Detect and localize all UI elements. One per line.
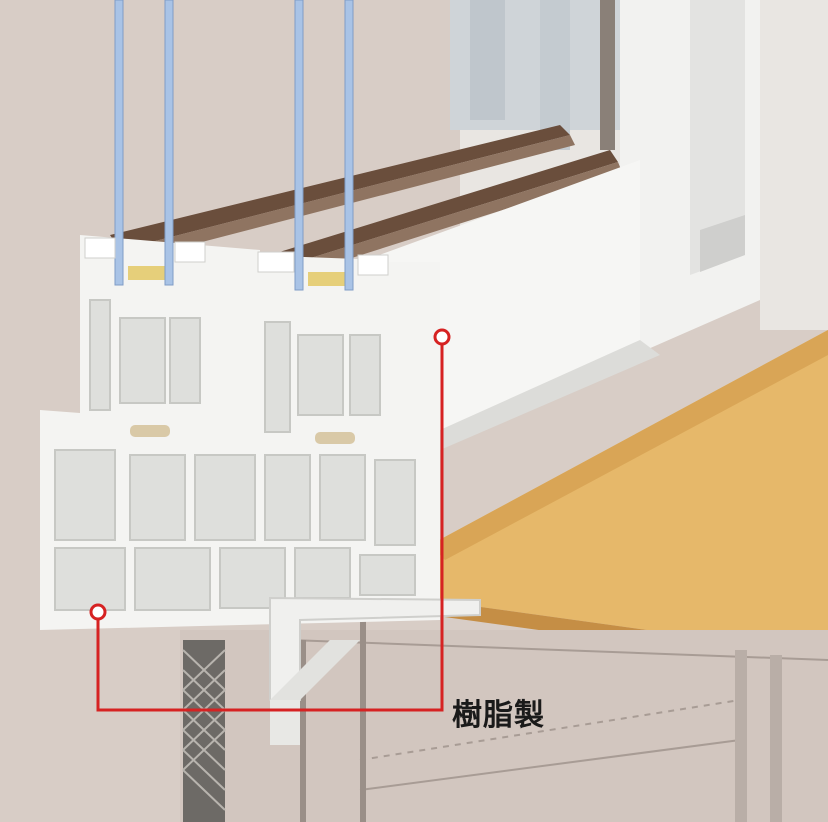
outer-sash-profile	[250, 255, 440, 470]
casing-inner-jamb	[690, 0, 745, 275]
glass-sealant	[128, 266, 170, 280]
rail-strip-upper	[110, 125, 570, 250]
glass-panes	[114, 0, 354, 291]
wood-sill-top	[430, 330, 828, 655]
frame-chambers	[54, 299, 416, 611]
glass-sealant	[308, 272, 352, 286]
spacer-block	[315, 432, 355, 444]
spacer-block	[130, 425, 170, 437]
resin-callout-label: 樹脂製	[452, 698, 545, 733]
callout-leader	[89, 328, 451, 712]
callout-marker	[433, 328, 451, 346]
callout-marker	[89, 603, 107, 621]
sash-face	[360, 160, 640, 430]
